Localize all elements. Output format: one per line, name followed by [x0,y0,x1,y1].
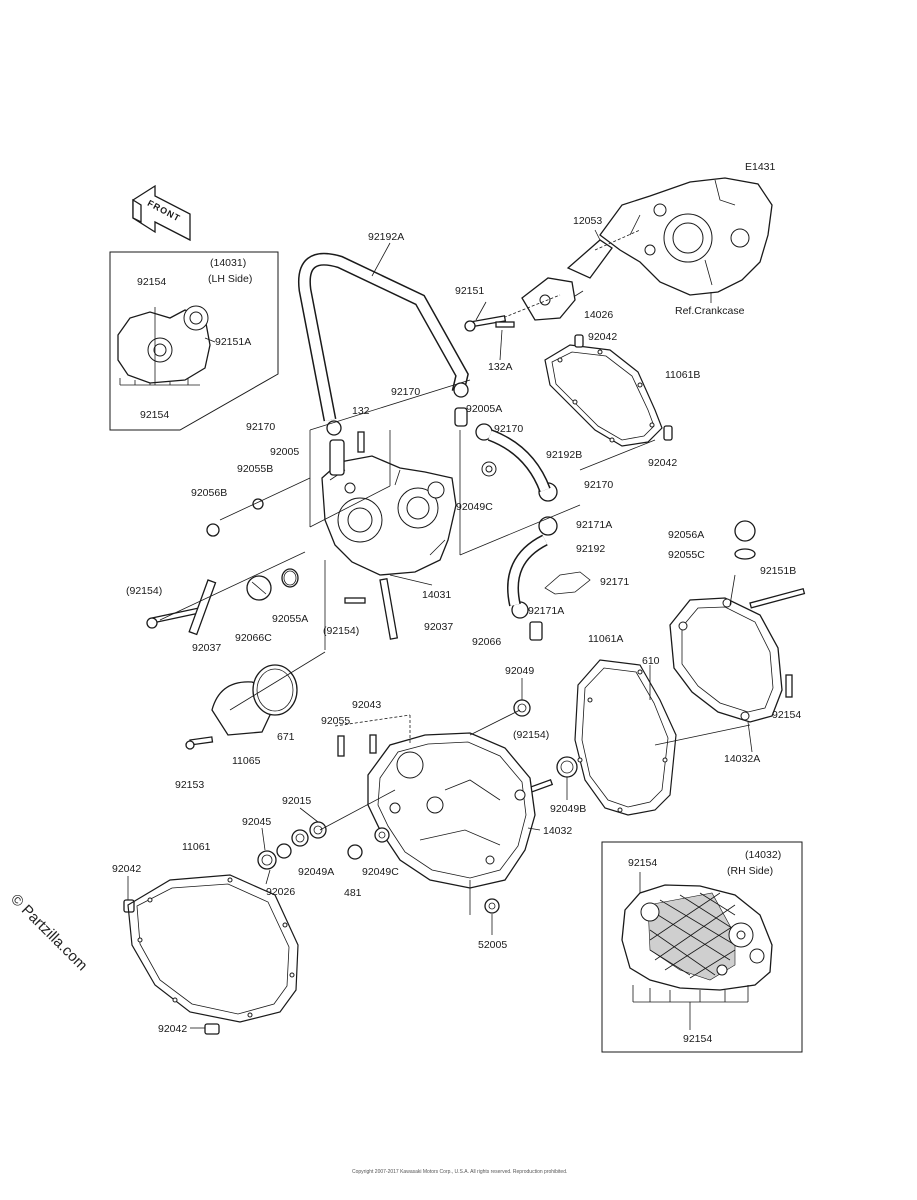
part-label[interactable]: (92154) [513,729,549,741]
part-label[interactable]: 11061 [182,841,211,853]
part-label[interactable]: 92151A [215,336,251,348]
part-label[interactable]: 92042 [112,863,141,875]
part-label[interactable]: 11061B [665,369,700,381]
part-label[interactable]: 92055C [668,549,705,561]
outer-cover-14032a-drawing [669,597,783,753]
part-label[interactable]: 92153 [175,779,204,791]
part-label[interactable]: 92066 [472,636,501,648]
lh-inset-side: (LH Side) [208,273,252,285]
part-label[interactable]: 92154 [137,276,166,288]
part-label[interactable]: 92151 [455,285,484,297]
part-label[interactable]: 92056A [668,529,704,541]
part-label[interactable]: 92055B [237,463,273,475]
caps-orings-drawing [211,568,299,736]
part-label[interactable]: 92066C [235,632,272,644]
part-label[interactable]: 92192 [576,543,605,555]
part-label[interactable]: 92049C [362,866,399,878]
bracket-14026-drawing [489,229,641,324]
part-label[interactable]: 92171A [576,519,612,531]
part-label[interactable]: 11061A [588,633,623,645]
part-label[interactable]: 92049A [298,866,334,878]
gasket-11061-drawing [127,874,299,1023]
part-label[interactable]: 14026 [584,309,613,321]
part-label[interactable]: 610 [642,655,660,667]
left-cover-14031-drawing [321,455,457,586]
part-label[interactable]: 92154 [140,409,169,421]
gasket-11061b-drawing [544,344,663,447]
gasket-11061a-drawing [574,659,677,816]
right-cover-14032-drawing [367,732,541,889]
part-label[interactable]: 671 [277,731,295,743]
part-label[interactable]: 92005 [270,446,299,458]
diagram-code: E1431 [745,161,776,173]
part-label[interactable]: 92154 [628,857,657,869]
copyright-text: Copyright 2007-2017 Kawasaki Motors Corp… [352,1169,567,1175]
part-label[interactable]: 92042 [588,331,617,343]
part-label[interactable]: 92037 [192,642,221,654]
part-label[interactable]: 92055 [321,715,350,727]
part-label[interactable]: 92171 [600,576,629,588]
part-label[interactable]: 92005A [466,403,502,415]
part-label[interactable]: 92171A [528,605,564,617]
part-labels: 92154 92151A 92154 92192A 92151 12053 14… [112,215,801,1045]
part-label[interactable]: (92154) [126,585,162,597]
part-label[interactable]: 92049C [456,501,493,513]
ref-crankcase-label: Ref.Crankcase [675,305,745,317]
part-label[interactable]: 92037 [424,621,453,633]
part-label[interactable]: 132 [352,405,370,417]
part-label[interactable]: 12053 [573,215,602,227]
hose-92192a-drawing [297,242,469,422]
part-label[interactable]: 14032 [543,825,572,837]
alignment-lines [159,379,751,915]
part-label[interactable]: 52005 [478,939,507,951]
small-hoses-drawing [487,429,551,607]
clamps-drawing [206,382,756,641]
part-label[interactable]: 92170 [494,423,523,435]
part-label[interactable]: 92170 [391,386,420,398]
part-label[interactable]: 92170 [584,479,613,491]
part-label[interactable]: 14032A [724,753,760,765]
part-label[interactable]: 92015 [282,795,311,807]
crankcase-drawing [599,177,773,303]
lh-side-inset: (14031) (LH Side) [109,251,279,431]
bolts-drawing [123,315,806,1035]
part-label[interactable]: 132A [488,361,513,373]
label-leaders [127,229,601,1029]
part-label[interactable]: 92151B [760,565,796,577]
part-label[interactable]: 92026 [266,886,295,898]
front-arrow-icon: FRONT [132,184,191,242]
part-label[interactable]: 92055A [272,613,308,625]
part-label[interactable]: 92056B [191,487,227,499]
rh-side-inset: (14032) (RH Side) [601,841,803,1053]
part-label[interactable]: 92049 [505,665,534,677]
part-label[interactable]: 92043 [352,699,381,711]
part-label[interactable]: 92154 [772,709,801,721]
part-label[interactable]: 14031 [422,589,451,601]
part-label[interactable]: 92154 [683,1033,712,1045]
part-label[interactable]: 481 [344,887,362,899]
part-label[interactable]: (92154) [323,625,359,637]
lh-inset-ref: (14031) [210,257,246,269]
part-label[interactable]: 92049B [550,803,586,815]
rh-inset-side: (RH Side) [727,865,773,877]
part-label[interactable]: 92042 [648,457,677,469]
part-label[interactable]: 92192B [546,449,582,461]
seals-drawing [257,699,578,914]
part-label[interactable]: 92170 [246,421,275,433]
part-label[interactable]: 92042 [158,1023,187,1035]
part-label[interactable]: 11065 [232,755,261,767]
watermark-text: © Partzilla.com [7,891,90,974]
part-label[interactable]: 92192A [368,231,404,243]
rh-inset-ref: (14032) [745,849,781,861]
part-label[interactable]: 92045 [242,816,271,828]
